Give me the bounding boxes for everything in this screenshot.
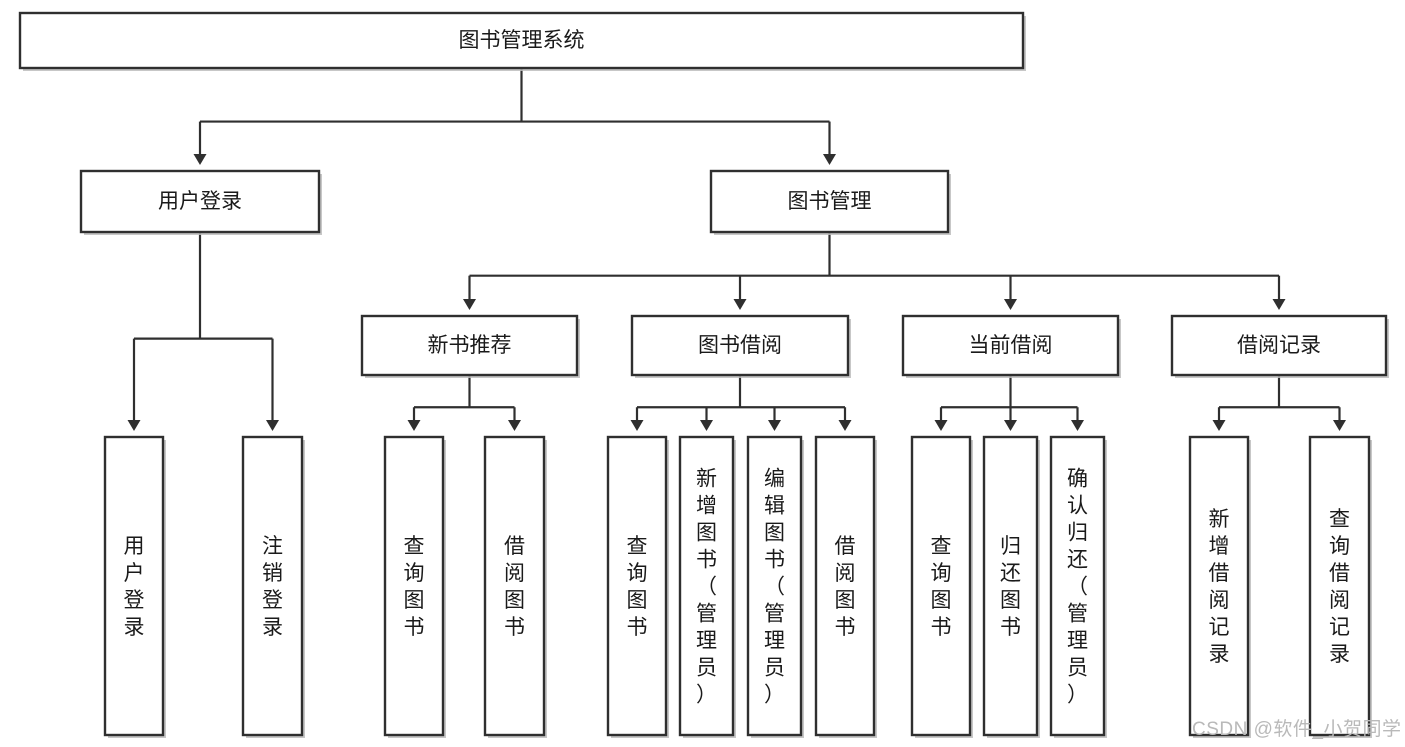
node-rect[interactable] xyxy=(483,435,546,737)
node-label: 借阅图书 xyxy=(504,535,525,639)
node-rect[interactable] xyxy=(982,435,1039,737)
node-leaf5[interactable]: 查询图书 xyxy=(606,435,669,738)
node-label: 图书管理系统 xyxy=(459,29,585,52)
node-login[interactable]: 用户登录 xyxy=(79,169,322,235)
csdn-watermark: CSDN @软件_小贺同学 xyxy=(1192,719,1402,740)
node-label: 借阅记录 xyxy=(1237,334,1321,357)
node-leaf3[interactable]: 查询图书 xyxy=(383,435,446,738)
node-rect[interactable] xyxy=(606,435,668,737)
node-label: 用户登录 xyxy=(124,535,145,639)
node-leaf6[interactable]: 新增图书（管理员） xyxy=(678,435,736,738)
node-label: 查询图书 xyxy=(627,535,648,639)
node-label: 图书借阅 xyxy=(698,334,782,357)
node-leaf4[interactable]: 借阅图书 xyxy=(483,435,547,738)
node-label: 注销登录 xyxy=(262,535,283,639)
node-label: 当前借阅 xyxy=(969,334,1053,357)
node-label: 借阅图书 xyxy=(835,535,856,639)
node-leaf9[interactable]: 查询图书 xyxy=(910,435,973,738)
node-rect[interactable] xyxy=(910,435,972,737)
node-rect[interactable] xyxy=(901,314,1120,377)
node-leaf12[interactable]: 新增借阅记录 xyxy=(1188,435,1251,738)
node-leaf8[interactable]: 借阅图书 xyxy=(814,435,877,738)
node-rect[interactable] xyxy=(1188,435,1250,737)
node-leaf13[interactable]: 查询借阅记录 xyxy=(1308,435,1372,738)
node-boxes: 图书管理系统用户登录图书管理新书推荐图书借阅当前借阅借阅记录用户登录注销登录查询… xyxy=(18,11,1389,738)
node-borrow[interactable]: 图书借阅 xyxy=(630,314,851,378)
node-leaf7[interactable]: 编辑图书（管理员） xyxy=(746,435,804,738)
node-label: 编辑图书（管理员） xyxy=(764,468,785,707)
node-rect[interactable] xyxy=(360,314,579,377)
node-rect[interactable] xyxy=(1170,314,1388,377)
node-label: 查询图书 xyxy=(404,535,425,639)
node-bookmgmt[interactable]: 图书管理 xyxy=(709,169,951,235)
node-leaf1[interactable]: 用户登录 xyxy=(103,435,166,738)
node-leaf11[interactable]: 确认归还（管理员） xyxy=(1049,435,1107,738)
node-rect[interactable] xyxy=(709,169,950,234)
node-label: 图书管理 xyxy=(788,190,872,213)
node-current[interactable]: 当前借阅 xyxy=(901,314,1121,378)
node-rect[interactable] xyxy=(383,435,445,737)
node-rect[interactable] xyxy=(103,435,165,737)
node-rect[interactable] xyxy=(814,435,876,737)
connector-edges xyxy=(127,68,1346,431)
node-rect[interactable] xyxy=(678,435,735,737)
node-records[interactable]: 借阅记录 xyxy=(1170,314,1389,378)
node-label: 查询图书 xyxy=(931,535,952,639)
node-rect[interactable] xyxy=(241,435,304,737)
node-leaf10[interactable]: 归还图书 xyxy=(982,435,1040,738)
node-rect[interactable] xyxy=(1049,435,1106,737)
node-leaf2[interactable]: 注销登录 xyxy=(241,435,305,738)
node-label: 查询借阅记录 xyxy=(1329,508,1350,666)
node-rect[interactable] xyxy=(1308,435,1371,737)
node-rect[interactable] xyxy=(630,314,850,377)
node-label: 新增借阅记录 xyxy=(1209,508,1230,666)
node-rect[interactable] xyxy=(746,435,803,737)
node-newbook[interactable]: 新书推荐 xyxy=(360,314,580,378)
node-rect[interactable] xyxy=(18,11,1025,70)
node-label: 用户登录 xyxy=(158,190,242,213)
node-label: 新增图书（管理员） xyxy=(696,468,717,707)
node-root[interactable]: 图书管理系统 xyxy=(18,11,1026,71)
node-rect[interactable] xyxy=(79,169,321,234)
node-label: 归还图书 xyxy=(1000,535,1021,639)
node-label: 新书推荐 xyxy=(428,334,512,357)
node-label: 确认归还（管理员） xyxy=(1067,468,1088,707)
